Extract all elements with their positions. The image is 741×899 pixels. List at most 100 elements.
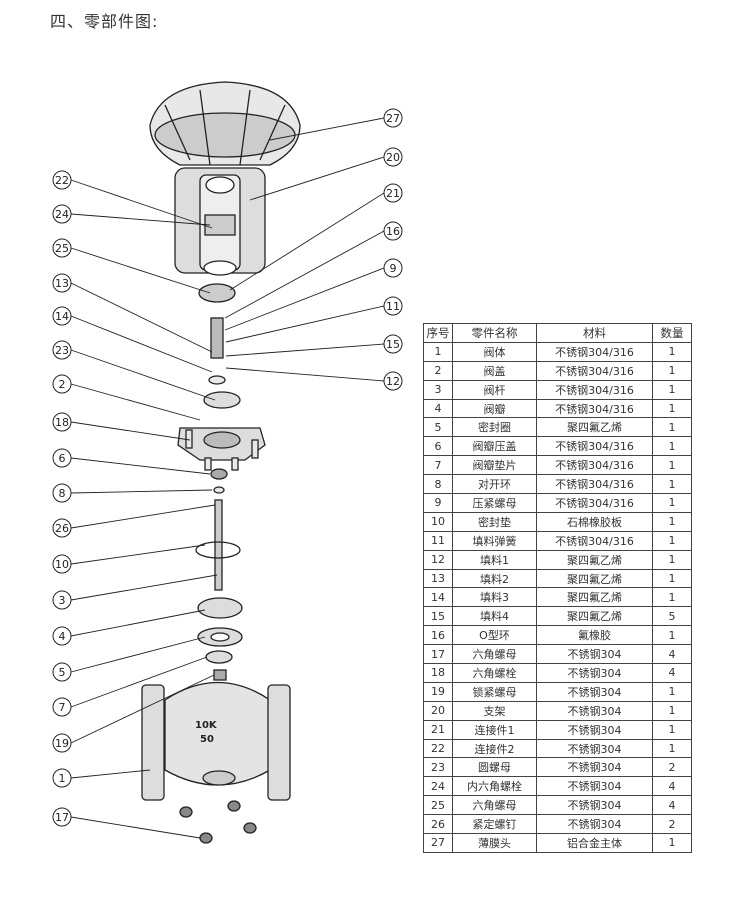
cell-no: 22 bbox=[423, 738, 453, 759]
col-header-name: 零件名称 bbox=[452, 323, 537, 343]
cell-name: 支架 bbox=[452, 700, 537, 721]
leader-line bbox=[70, 544, 206, 565]
section-title: 四、零部件图: bbox=[50, 12, 159, 31]
cell-qty: 4 bbox=[652, 776, 692, 797]
callout-circle bbox=[52, 273, 72, 293]
callout-circle bbox=[52, 374, 72, 394]
callout: 19 bbox=[52, 674, 215, 753]
callout-circle bbox=[383, 147, 403, 167]
cell-qty: 1 bbox=[652, 549, 692, 570]
callout-circle bbox=[52, 204, 72, 224]
callout-circle bbox=[383, 258, 403, 278]
leader-line bbox=[70, 383, 201, 421]
disc bbox=[197, 597, 243, 619]
callout-number: 11 bbox=[386, 300, 400, 313]
leader-line bbox=[70, 282, 213, 353]
body-marking-dn: 50 bbox=[200, 734, 214, 745]
callout-number: 15 bbox=[386, 338, 400, 351]
cell-qty: 5 bbox=[652, 606, 692, 627]
cell-no: 24 bbox=[423, 776, 453, 797]
callout-number: 22 bbox=[55, 174, 69, 187]
cell-no: 18 bbox=[423, 663, 453, 683]
cell-material: 不锈钢304/316 bbox=[536, 474, 653, 495]
leader-line bbox=[269, 117, 385, 141]
cell-material: 聚四氟乙烯 bbox=[536, 606, 653, 627]
callout-circle bbox=[52, 412, 72, 432]
callout-circle bbox=[52, 170, 72, 190]
cell-no: 1 bbox=[423, 341, 453, 362]
cell-material: 不锈钢304/316 bbox=[536, 455, 653, 476]
cell-qty: 4 bbox=[652, 644, 692, 665]
cell-qty: 1 bbox=[652, 681, 692, 702]
cell-no: 12 bbox=[423, 549, 453, 570]
leader-line bbox=[224, 267, 385, 331]
cell-material: 不锈钢304/316 bbox=[536, 398, 653, 419]
cell-material: 不锈钢304/316 bbox=[536, 493, 653, 513]
callout: 22 bbox=[52, 170, 213, 229]
cell-material: 不锈钢304 bbox=[536, 644, 653, 665]
leader-line bbox=[225, 367, 385, 382]
cell-no: 11 bbox=[423, 530, 453, 551]
leader-line bbox=[70, 609, 206, 637]
stem bbox=[214, 499, 223, 591]
cell-qty: 4 bbox=[652, 663, 692, 683]
callout-circle bbox=[52, 590, 72, 610]
cell-material: 不锈钢304 bbox=[536, 700, 653, 721]
callout-number: 23 bbox=[55, 344, 69, 357]
cell-qty: 1 bbox=[652, 700, 692, 721]
callout: 11 bbox=[225, 296, 403, 343]
cell-qty: 1 bbox=[652, 455, 692, 476]
cell-name: O型环 bbox=[452, 625, 537, 646]
col-header-no: 序号 bbox=[423, 323, 453, 343]
callout: 17 bbox=[52, 807, 201, 839]
valve-drawing bbox=[141, 81, 301, 844]
callout: 20 bbox=[249, 147, 403, 201]
callout-number: 4 bbox=[59, 630, 66, 643]
callout-circle bbox=[52, 662, 72, 682]
cell-name: 密封圈 bbox=[452, 417, 537, 438]
callout: 4 bbox=[52, 609, 206, 646]
cell-name: 阀瓣垫片 bbox=[452, 455, 537, 476]
callout-number: 12 bbox=[386, 375, 400, 388]
callout: 2 bbox=[52, 374, 201, 421]
callout-circle bbox=[52, 340, 72, 360]
leader-line bbox=[70, 489, 213, 494]
cell-name: 填料4 bbox=[452, 606, 537, 627]
cell-no: 4 bbox=[423, 398, 453, 419]
cell-no: 14 bbox=[423, 587, 453, 608]
cell-name: 填料1 bbox=[452, 549, 537, 570]
callout: 16 bbox=[224, 221, 403, 319]
flange-right bbox=[267, 684, 291, 801]
callout-circle bbox=[52, 807, 72, 827]
cell-qty: 1 bbox=[652, 833, 692, 853]
cell-name: 连接件1 bbox=[452, 719, 537, 740]
cell-qty: 1 bbox=[652, 436, 692, 457]
callout: 14 bbox=[52, 306, 213, 373]
col-header-material: 材料 bbox=[536, 323, 653, 343]
callout: 15 bbox=[225, 334, 403, 357]
cell-name: 阀杆 bbox=[452, 379, 537, 400]
callout: 13 bbox=[52, 273, 213, 353]
callout-number: 6 bbox=[59, 452, 66, 465]
callout-circle bbox=[52, 483, 72, 503]
col-header-qty: 数量 bbox=[652, 323, 692, 343]
cell-qty: 4 bbox=[652, 795, 692, 816]
cell-name: 填料3 bbox=[452, 587, 537, 608]
leader-line bbox=[70, 816, 201, 839]
cell-material: 氟橡胶 bbox=[536, 625, 653, 646]
cell-material: 聚四氟乙烯 bbox=[536, 587, 653, 608]
cell-material: 不锈钢304 bbox=[536, 795, 653, 816]
callout-number: 7 bbox=[59, 701, 66, 714]
